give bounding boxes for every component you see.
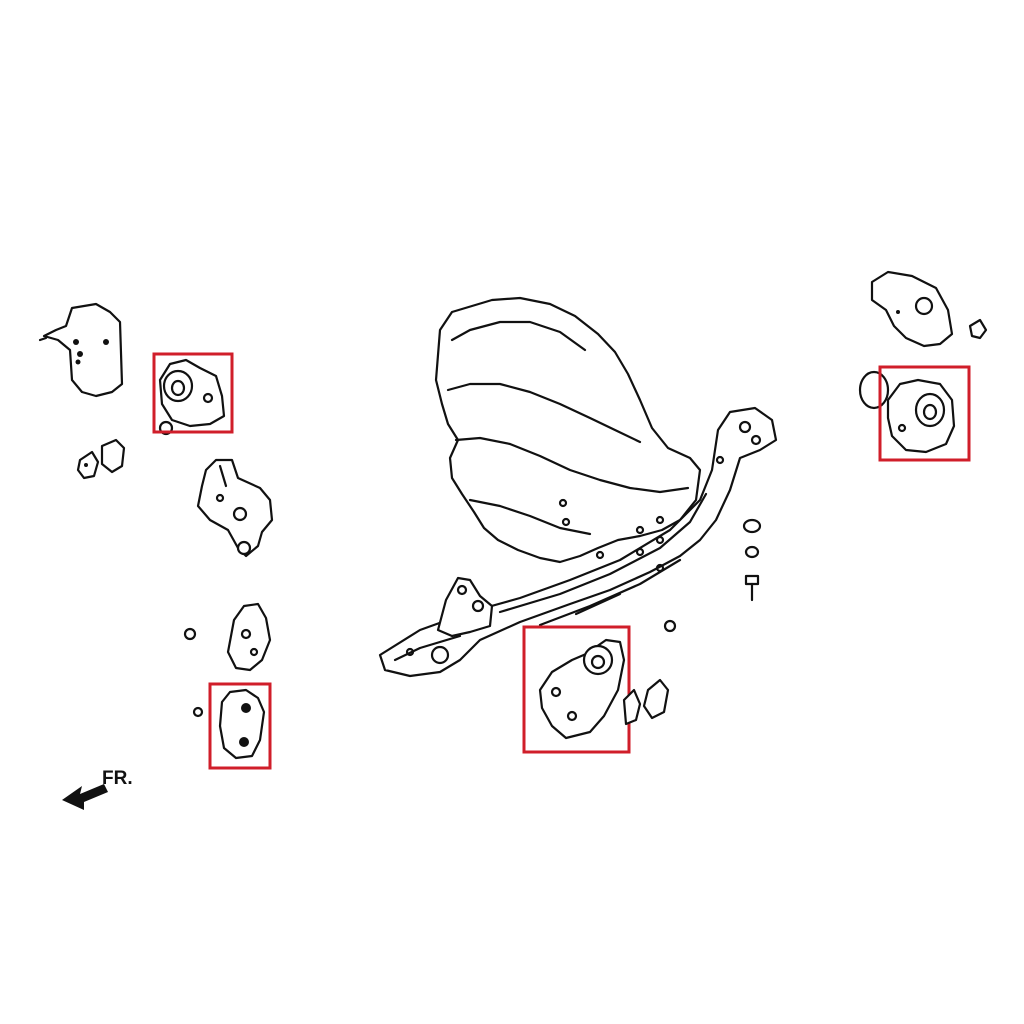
left-small-bushings (76, 438, 126, 480)
subframe-crossmember (378, 406, 778, 678)
highlight-box (208, 682, 272, 770)
highlight-box (152, 352, 234, 434)
engine-mount-left-lower (192, 682, 272, 770)
left-upper-bracket (38, 302, 124, 398)
right-upper-bracket (870, 270, 988, 348)
center-side-bushings (622, 619, 677, 726)
engine-mount-center-rear (522, 625, 631, 754)
bolt-stack (742, 518, 762, 602)
engine-block (434, 296, 702, 564)
highlight-box (878, 365, 971, 462)
highlight-box (522, 625, 631, 754)
front-direction-label: FR. (102, 768, 133, 789)
engine-mount-left-upper (152, 352, 234, 436)
left-lower-bracket (183, 602, 272, 672)
front-direction-arrow-icon (62, 784, 108, 810)
left-middle-bracket (196, 458, 274, 558)
right-bushing-ring (858, 370, 890, 410)
engine-mount-right (878, 365, 971, 462)
front-direction-indicator: FR. (62, 768, 133, 810)
